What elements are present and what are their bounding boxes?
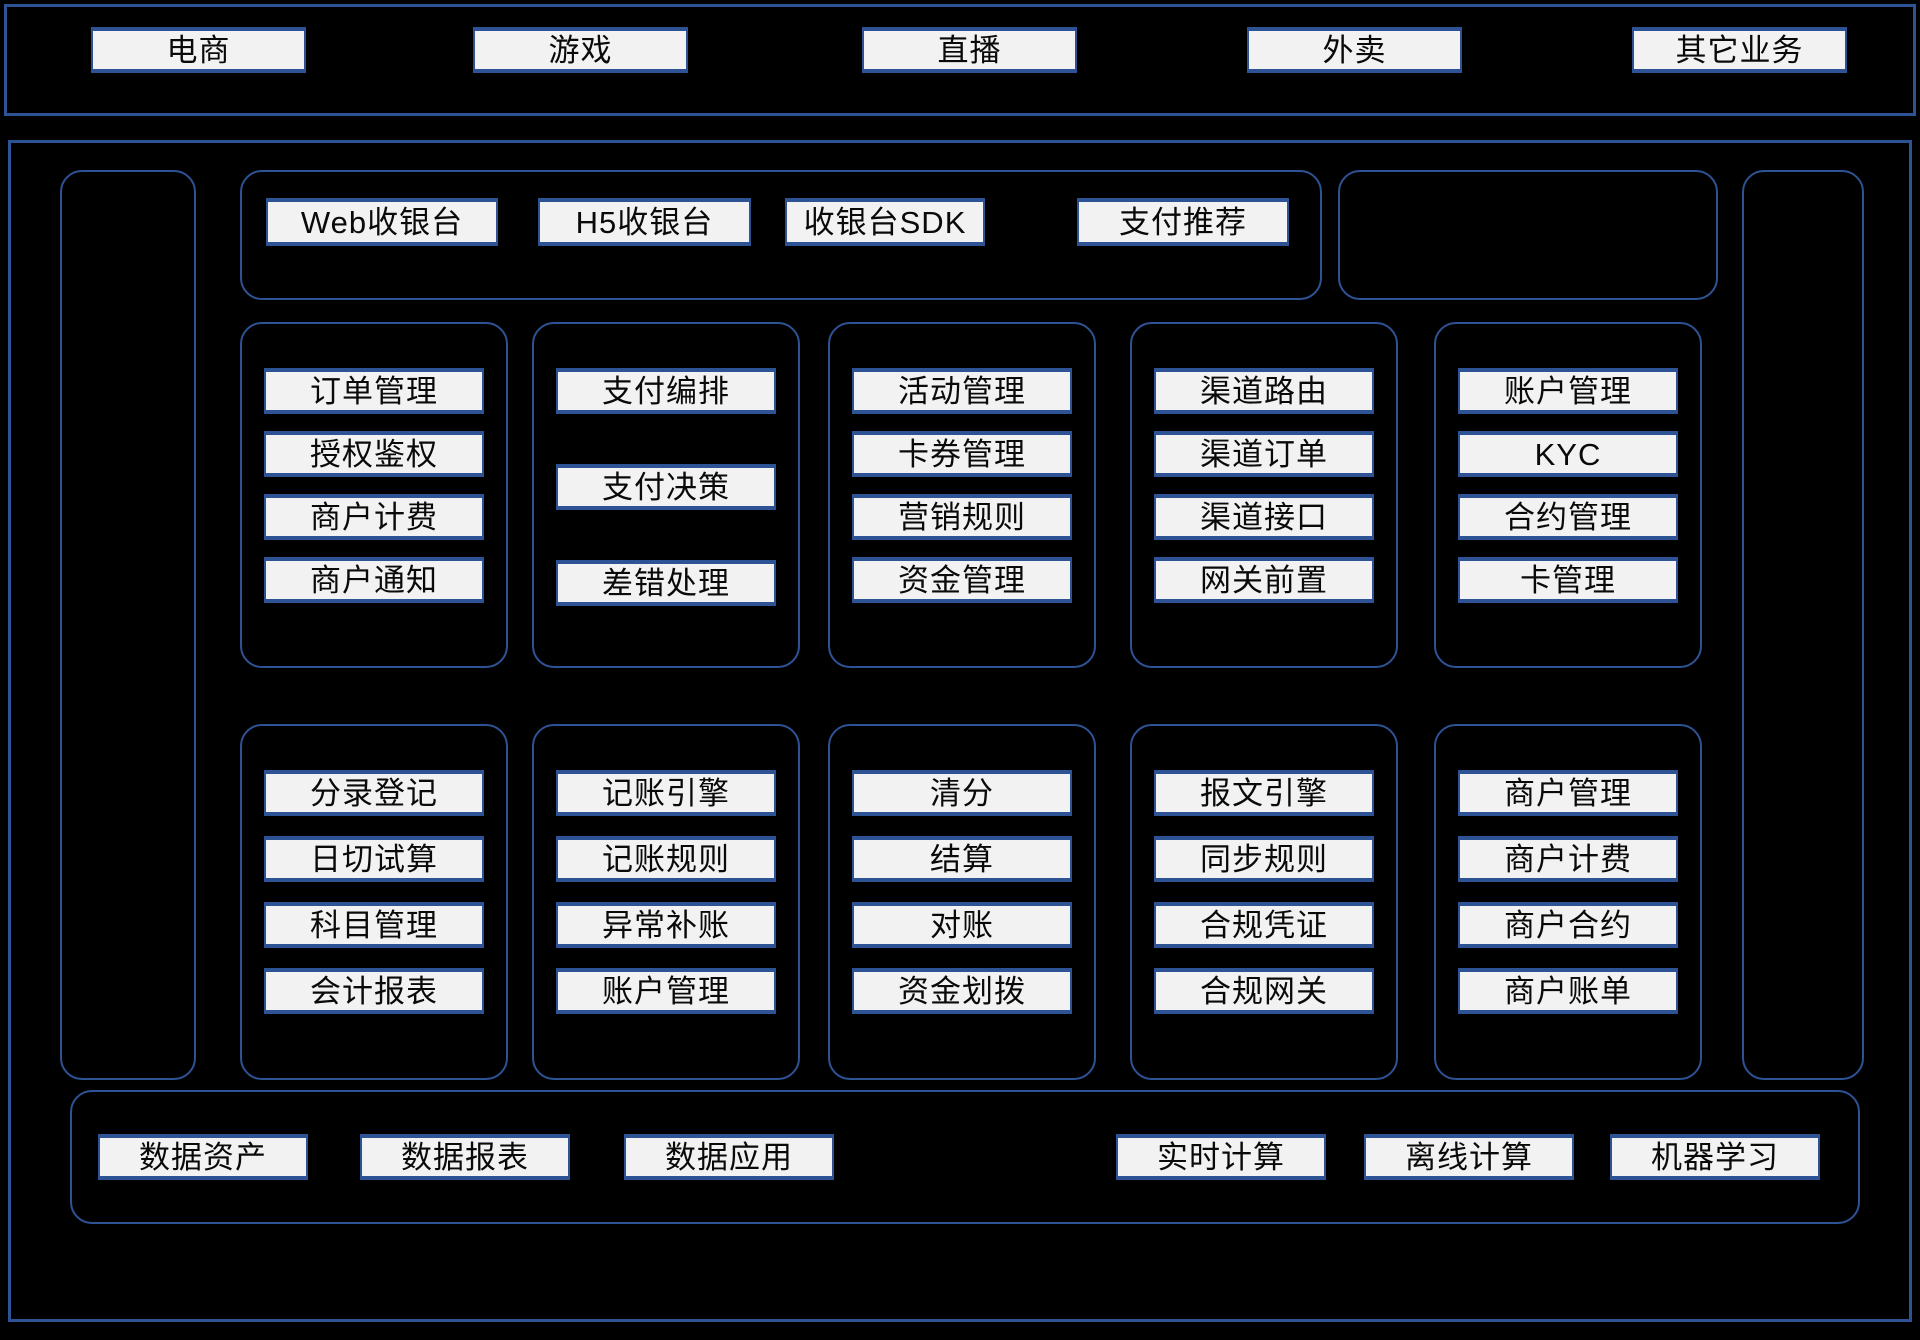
channel-band: 电商 游戏 直播 外卖 其它业务 [4, 4, 1916, 116]
chip-channel-interface[interactable]: 渠道接口 [1154, 494, 1374, 540]
channel-chip-livestream[interactable]: 直播 [862, 27, 1077, 73]
chip-marketing-rules[interactable]: 营销规则 [852, 494, 1072, 540]
chip-merchant-fee[interactable]: 商户计费 [1458, 836, 1678, 882]
chip-merchant-management[interactable]: 商户管理 [1458, 770, 1678, 816]
chip-channel-routing[interactable]: 渠道路由 [1154, 368, 1374, 414]
chip-ledger-account-mgmt[interactable]: 账户管理 [556, 968, 776, 1014]
card-payment-service: 支付编排 支付决策 差错处理 [532, 322, 800, 668]
chip-accounting-report[interactable]: 会计报表 [264, 968, 484, 1014]
chip-machine-learning[interactable]: 机器学习 [1610, 1134, 1820, 1180]
chip-data-application[interactable]: 数据应用 [624, 1134, 834, 1180]
right-rail-panel [1742, 170, 1864, 1080]
chip-data-report[interactable]: 数据报表 [360, 1134, 570, 1180]
cashier-chip-web-cashier[interactable]: Web收银台 [266, 198, 498, 246]
chip-contract-management[interactable]: 合约管理 [1458, 494, 1678, 540]
chip-bookkeeping-rules[interactable]: 记账规则 [556, 836, 776, 882]
chip-compliance-gateway[interactable]: 合规网关 [1154, 968, 1374, 1014]
card-accounting-service: 分录登记 日切试算 科目管理 会计报表 [240, 724, 508, 1080]
chip-order-management[interactable]: 订单管理 [264, 368, 484, 414]
card-channel-service: 渠道路由 渠道订单 渠道接口 网关前置 [1130, 322, 1398, 668]
chip-settlement[interactable]: 结算 [852, 836, 1072, 882]
chip-merchant-billing[interactable]: 商户计费 [264, 494, 484, 540]
chip-data-asset[interactable]: 数据资产 [98, 1134, 308, 1180]
chip-exception-makeup[interactable]: 异常补账 [556, 902, 776, 948]
channel-chip-ecommerce[interactable]: 电商 [91, 27, 306, 73]
card-compliance-service: 报文引擎 同步规则 合规凭证 合规网关 [1130, 724, 1398, 1080]
channel-chip-other[interactable]: 其它业务 [1632, 27, 1847, 73]
data-platform-panel: 数据资产 数据报表 数据应用 实时计算 离线计算 机器学习 [70, 1090, 1860, 1224]
channel-chip-takeout[interactable]: 外卖 [1247, 27, 1462, 73]
cashier-chip-pay-recommend[interactable]: 支付推荐 [1077, 198, 1289, 246]
aux-panel [1338, 170, 1718, 300]
chip-merchant-contract[interactable]: 商户合约 [1458, 902, 1678, 948]
cashier-chip-h5-cashier[interactable]: H5收银台 [538, 198, 751, 246]
chip-split[interactable]: 清分 [852, 770, 1072, 816]
card-clearing-service: 清分 结算 对账 资金划拨 [828, 724, 1096, 1080]
chip-gateway-frontend[interactable]: 网关前置 [1154, 557, 1374, 603]
channel-chip-game[interactable]: 游戏 [473, 27, 688, 73]
chip-payment-decision[interactable]: 支付决策 [556, 464, 776, 510]
chip-bookkeeping-engine[interactable]: 记账引擎 [556, 770, 776, 816]
chip-error-handling[interactable]: 差错处理 [556, 560, 776, 606]
chip-auth-verification[interactable]: 授权鉴权 [264, 431, 484, 477]
chip-account-management[interactable]: 账户管理 [1458, 368, 1678, 414]
chip-card-management[interactable]: 卡管理 [1458, 557, 1678, 603]
chip-subject-management[interactable]: 科目管理 [264, 902, 484, 948]
chip-compliance-voucher[interactable]: 合规凭证 [1154, 902, 1374, 948]
left-rail-panel [60, 170, 196, 1080]
chip-merchant-bill[interactable]: 商户账单 [1458, 968, 1678, 1014]
card-trade-service: 订单管理 授权鉴权 商户计费 商户通知 [240, 322, 508, 668]
card-marketing-service: 活动管理 卡券管理 营销规则 资金管理 [828, 322, 1096, 668]
chip-fund-transfer[interactable]: 资金划拨 [852, 968, 1072, 1014]
chip-offline-compute[interactable]: 离线计算 [1364, 1134, 1574, 1180]
chip-channel-order[interactable]: 渠道订单 [1154, 431, 1374, 477]
chip-payment-orchestration[interactable]: 支付编排 [556, 368, 776, 414]
chip-reconciliation[interactable]: 对账 [852, 902, 1072, 948]
card-bookkeeping-service: 记账引擎 记账规则 异常补账 账户管理 [532, 724, 800, 1080]
chip-entry-registration[interactable]: 分录登记 [264, 770, 484, 816]
chip-coupon-management[interactable]: 卡券管理 [852, 431, 1072, 477]
chip-daily-cutoff-trial[interactable]: 日切试算 [264, 836, 484, 882]
chip-campaign-management[interactable]: 活动管理 [852, 368, 1072, 414]
chip-realtime-compute[interactable]: 实时计算 [1116, 1134, 1326, 1180]
channel-chip-row: 电商 游戏 直播 外卖 其它业务 [7, 7, 1913, 113]
chip-kyc[interactable]: KYC [1458, 431, 1678, 477]
card-account-service: 账户管理 KYC 合约管理 卡管理 [1434, 322, 1702, 668]
cashier-chip-cashier-sdk[interactable]: 收银台SDK [785, 198, 985, 246]
chip-sync-rules[interactable]: 同步规则 [1154, 836, 1374, 882]
chip-fund-management[interactable]: 资金管理 [852, 557, 1072, 603]
card-merchant-service: 商户管理 商户计费 商户合约 商户账单 [1434, 724, 1702, 1080]
chip-merchant-notify[interactable]: 商户通知 [264, 557, 484, 603]
chip-message-engine[interactable]: 报文引擎 [1154, 770, 1374, 816]
cashier-panel: Web收银台 H5收银台 收银台SDK 支付推荐 [240, 170, 1322, 300]
